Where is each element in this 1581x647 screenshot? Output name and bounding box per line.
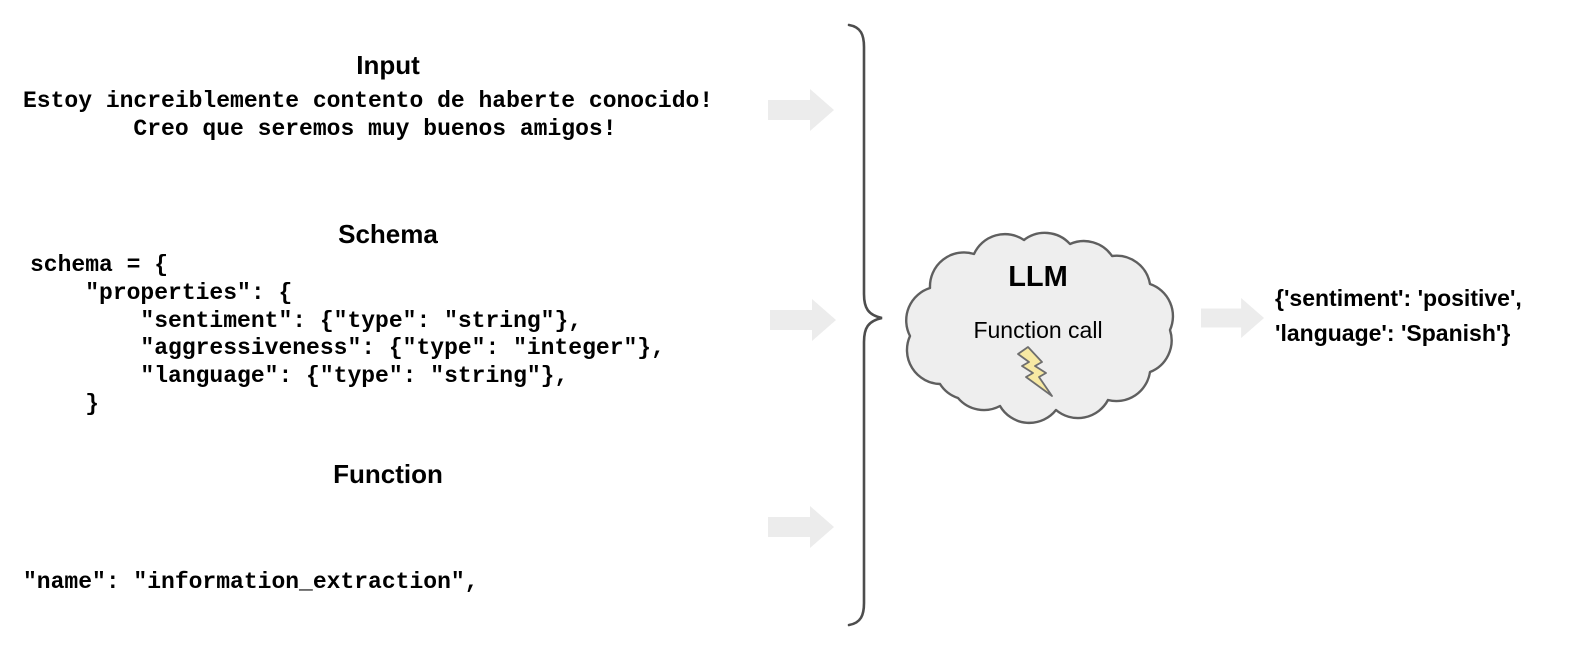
arrow-shape bbox=[770, 299, 836, 341]
cloud-shape bbox=[905, 231, 1175, 424]
schema-code: schema = { "properties": { "sentiment": … bbox=[30, 252, 665, 417]
function-section-title: Function bbox=[333, 459, 443, 489]
output-text: {'sentiment': 'positive', 'language': 'S… bbox=[1275, 285, 1522, 346]
function-name-line: "name": "information_extraction", bbox=[23, 569, 479, 595]
output-arrow-icon bbox=[1201, 297, 1265, 339]
schema-section-title: Schema bbox=[338, 219, 438, 249]
input-text: Estoy increiblemente contento de haberte… bbox=[23, 88, 714, 142]
llm-title: LLM bbox=[1008, 261, 1068, 293]
input-arrow-icon bbox=[768, 89, 834, 131]
input-section-title: Input bbox=[356, 50, 420, 80]
schema-arrow-icon bbox=[770, 299, 836, 341]
llm-subtitle: Function call bbox=[973, 317, 1103, 343]
arrow-shape bbox=[1201, 297, 1265, 339]
function-arrow-icon bbox=[768, 506, 834, 548]
llm-cloud bbox=[905, 231, 1175, 424]
curly-brace-path bbox=[847, 23, 883, 627]
arrow-shape bbox=[768, 89, 834, 131]
curly-brace bbox=[847, 23, 883, 627]
function-code: "name": "information_extraction", "descr… bbox=[23, 489, 796, 647]
lightning-bolt-icon bbox=[1017, 346, 1053, 397]
bolt-shape bbox=[1017, 346, 1053, 397]
arrow-shape bbox=[768, 506, 834, 548]
